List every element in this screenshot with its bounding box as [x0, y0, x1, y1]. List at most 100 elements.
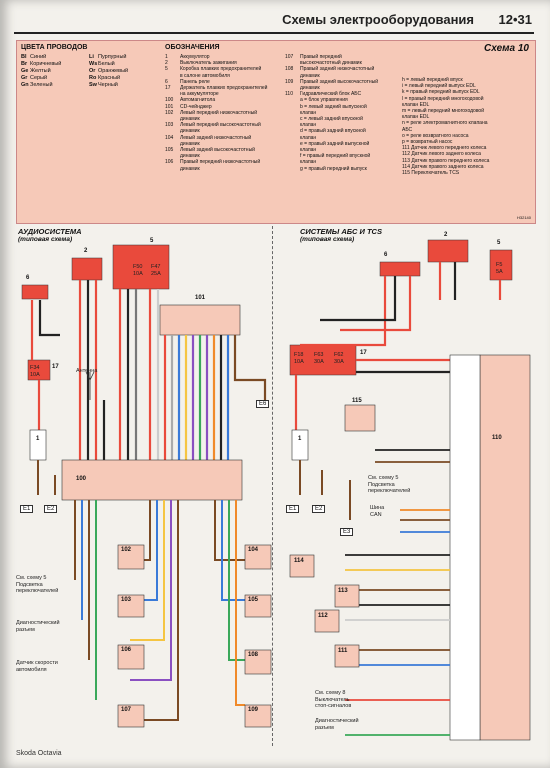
antenna-icon	[85, 371, 95, 400]
label-c17: 17	[52, 364, 59, 370]
label-c100: 100	[76, 476, 87, 482]
sensor-113	[334, 584, 360, 608]
designation-item: e = правый задний выпускной	[300, 140, 370, 147]
wire-color-item: SwЧерный	[89, 82, 118, 88]
battery-1-right	[291, 429, 309, 461]
label-c105: 105	[248, 597, 259, 603]
label-c1-right: 1	[298, 436, 302, 442]
designation-item: d = правый задний впускной	[300, 128, 366, 135]
label-c2-right: 2	[444, 232, 448, 238]
wire-colors-title: ЦВЕТА ПРОВОДОВ	[21, 44, 88, 51]
speaker-103	[117, 594, 145, 618]
brake-ref: См. схему 8 Выключатель стоп-сигналов	[315, 690, 352, 709]
right-diag-label: Диагностический разъем	[315, 718, 359, 731]
designation-item: клапан EDL	[402, 101, 430, 108]
label-c109: 109	[248, 707, 259, 713]
designation-item: динамик	[180, 128, 200, 135]
designation-item: b = левый задний выпускной	[300, 103, 367, 110]
designation-item: 112 Датчик левого заднего колеса	[402, 151, 481, 158]
antenna-label: Антенна	[76, 368, 98, 374]
designation-item: 114 Датчик правого заднего колеса	[402, 163, 484, 170]
designation-item: клапан	[300, 134, 317, 141]
tcs-switch-115	[344, 404, 376, 432]
label-c17-right: 17	[360, 350, 367, 356]
designation-item: динамик	[180, 140, 200, 147]
scheme-number: Схема 10	[484, 43, 529, 54]
designation-item: h = левый передний впуск	[402, 77, 463, 83]
label-c112: 112	[318, 613, 328, 619]
label-c5: 5	[150, 238, 154, 244]
abs-connector	[449, 354, 481, 741]
audio-subtitle: (типовая схема)	[18, 236, 73, 243]
designation-item: клапан	[300, 109, 317, 116]
label-c6-right: 6	[384, 252, 388, 258]
label-c107: 107	[121, 707, 132, 713]
designation-item: m = левый передний многоходовой	[402, 108, 484, 115]
section-divider	[272, 226, 273, 746]
label-c6: 6	[26, 275, 30, 281]
speaker-102	[117, 544, 145, 570]
label-c102: 102	[121, 547, 132, 553]
label-c5-right: 5	[497, 240, 501, 246]
speaker-104	[244, 544, 272, 570]
ground-e2: E2	[44, 505, 58, 513]
label-c113: 113	[338, 588, 348, 594]
audio-title: АУДИОСИСТЕМА	[18, 227, 82, 236]
label-c114: 114	[294, 558, 304, 564]
fuse-f47: F47 25A	[151, 264, 161, 277]
designation-item: n = реле электромагнитного клапана	[402, 120, 488, 127]
designation-item: динамик	[300, 85, 320, 92]
ground-e2-right: E2	[312, 505, 326, 513]
ground-e3: E3	[340, 528, 354, 536]
left-switch-ref: См. схему 5 Подсветка переключателей	[16, 575, 59, 594]
sensor-114	[289, 554, 315, 578]
designation-item: клапан EDL	[402, 114, 430, 121]
label-c108: 108	[248, 652, 259, 658]
speaker-106	[117, 644, 145, 670]
page-title: Схемы электрооборудования	[282, 12, 474, 27]
designations-title: ОБОЗНАЧЕНИЯ	[165, 44, 220, 51]
abs-title: СИСТЕМЫ АБС И TCS	[300, 227, 382, 236]
label-c1: 1	[36, 436, 40, 442]
designation-item: динамик	[180, 116, 200, 123]
wire-color-item: GnЗеленый	[21, 82, 53, 88]
speed-sensor-label: Датчик скорости автомобиля	[16, 660, 58, 673]
label-c106: 106	[121, 647, 132, 653]
designation-item: высокочастотный динамик	[300, 60, 362, 67]
speaker-108	[244, 649, 272, 675]
left-diag-label: Диагностический разъем	[16, 620, 60, 633]
cd-changer-101	[159, 304, 241, 336]
page-number: 12•31	[498, 12, 532, 27]
designation-item: 115 Переключатель TCS	[402, 170, 460, 177]
designation-item: динамик	[300, 72, 320, 79]
fuse-f18: F18 10A	[294, 352, 304, 365]
designation-item: l = правый передний многоходовой	[402, 95, 484, 102]
designation-item: на аккумуляторе	[180, 91, 219, 98]
radio-100	[61, 459, 243, 501]
designation-item: в салоне автомобиля	[180, 72, 230, 79]
can-label: Шина CAN	[370, 505, 385, 518]
designation-item: клапан	[300, 122, 317, 129]
sensor-112	[314, 609, 340, 633]
fuse-f34: F34 10A	[30, 365, 40, 378]
page-header: Схемы электрооборудования 12•31	[14, 12, 534, 34]
